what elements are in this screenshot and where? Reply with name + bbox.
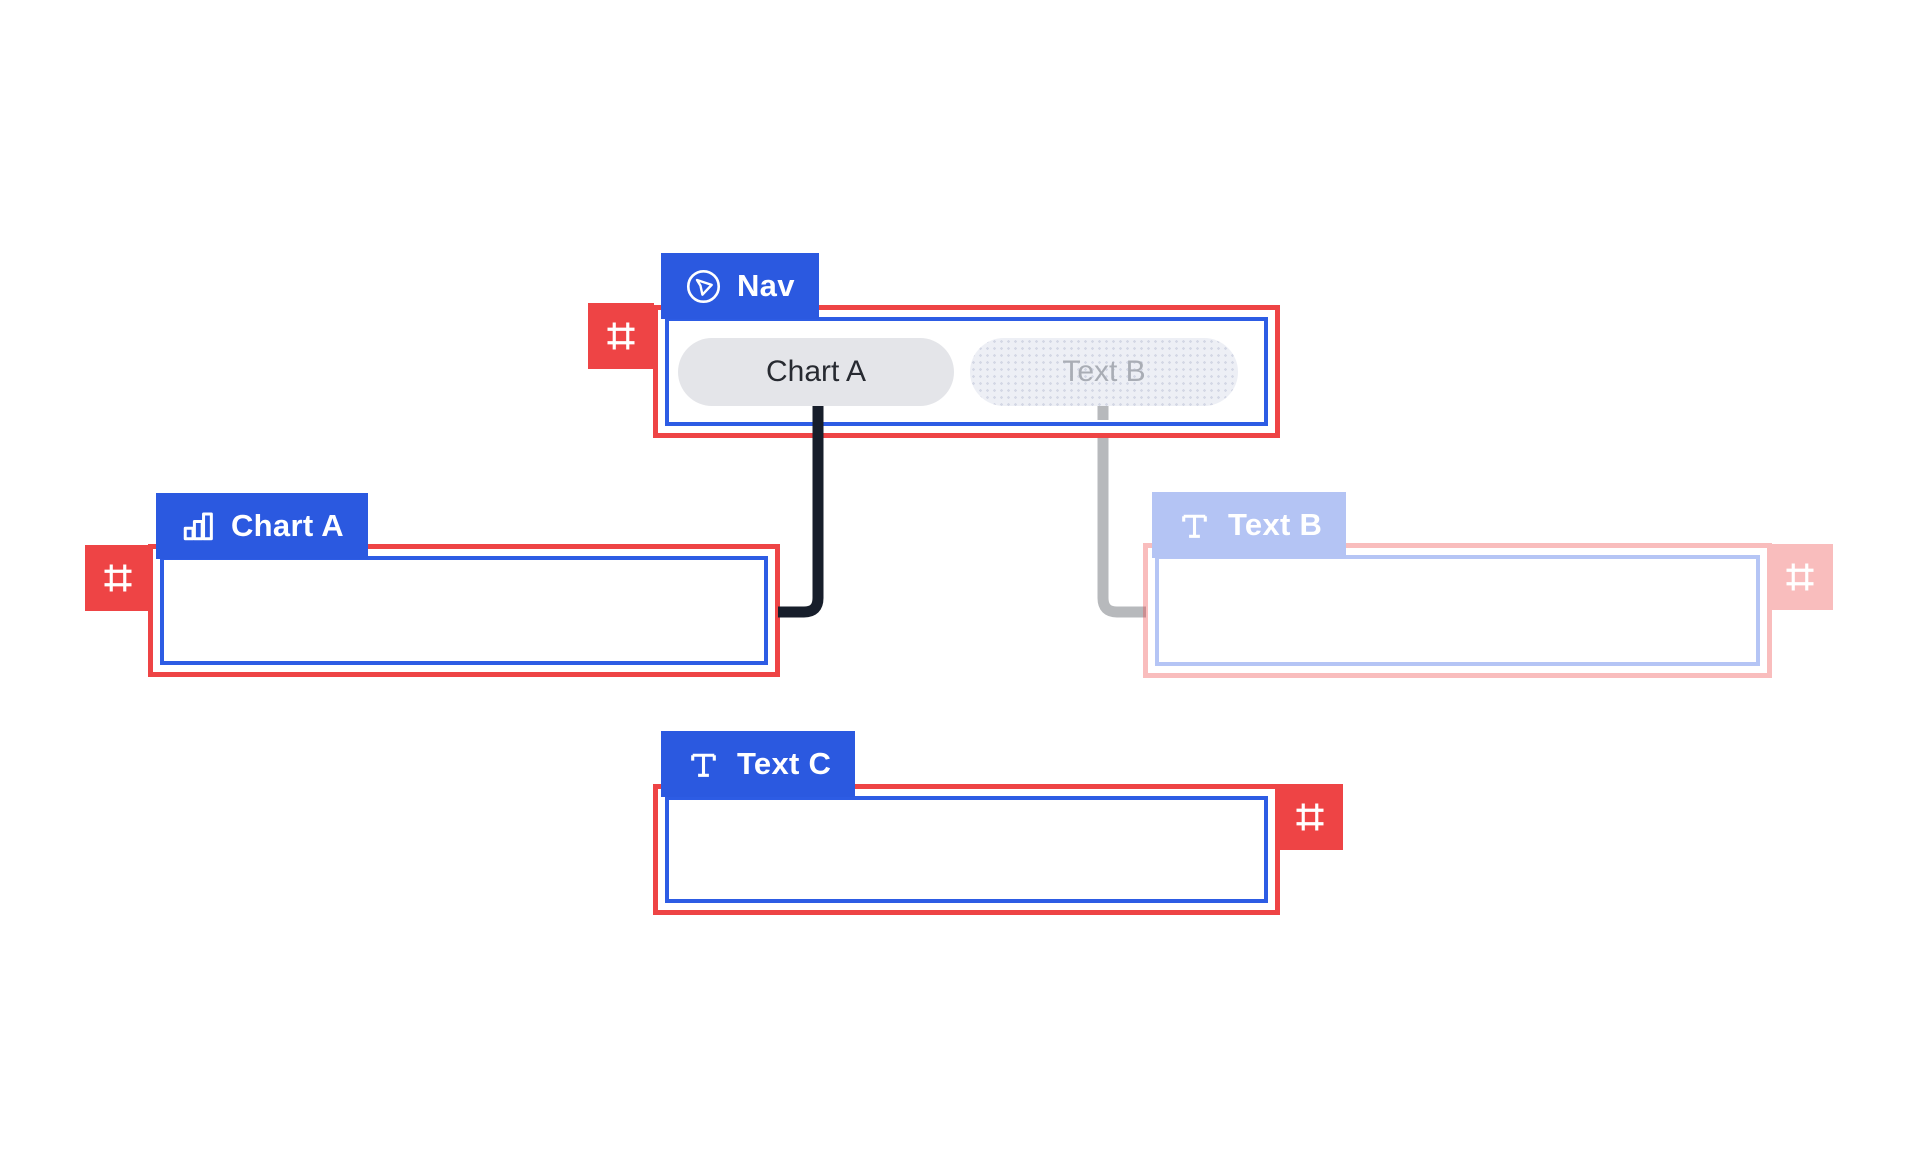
- chart-a-badge-label: Chart A: [231, 508, 344, 543]
- text-c-frame-badge: [1277, 784, 1343, 850]
- text-c-badge-label: Text C: [737, 746, 832, 781]
- chart-a-selection-box[interactable]: [148, 544, 780, 677]
- text-b-badge: Text B: [1152, 492, 1347, 558]
- frame-icon: [104, 564, 132, 592]
- text-b-frame-badge: [1767, 544, 1833, 610]
- text-c-component-box: [665, 796, 1268, 903]
- nav-badge-label: Nav: [737, 268, 795, 303]
- text-b-component-box: [1155, 555, 1760, 666]
- frame-icon: [1296, 803, 1324, 831]
- nav-tab-chart-a[interactable]: Chart A: [678, 338, 954, 406]
- text-b-selection-box[interactable]: [1143, 543, 1772, 678]
- chart-a-frame-badge: [85, 545, 151, 611]
- nav-frame-badge: [588, 303, 654, 369]
- nav-tab-text-b-label: Text B: [1062, 355, 1146, 388]
- bar-chart-icon: [183, 512, 213, 541]
- chart-a-component-box: [160, 556, 768, 665]
- text-b-badge-label: Text B: [1228, 507, 1323, 542]
- text-c-badge: Text C: [661, 731, 856, 797]
- nav-badge: Nav: [661, 253, 819, 319]
- frame-icon: [1786, 563, 1814, 591]
- navigation-icon: [686, 269, 721, 303]
- nav-tab-chart-a-label: Chart A: [765, 355, 867, 388]
- frame-icon: [607, 322, 635, 350]
- text-icon: [1182, 514, 1207, 538]
- chart-a-badge: Chart A: [156, 493, 368, 559]
- nav-component-box: Chart A Text B: [665, 317, 1268, 426]
- nav-selection-box[interactable]: Chart A Text B: [653, 305, 1280, 438]
- nav-tab-text-b[interactable]: Text B: [970, 338, 1238, 406]
- text-icon: [691, 753, 716, 777]
- text-c-selection-box[interactable]: [653, 784, 1280, 915]
